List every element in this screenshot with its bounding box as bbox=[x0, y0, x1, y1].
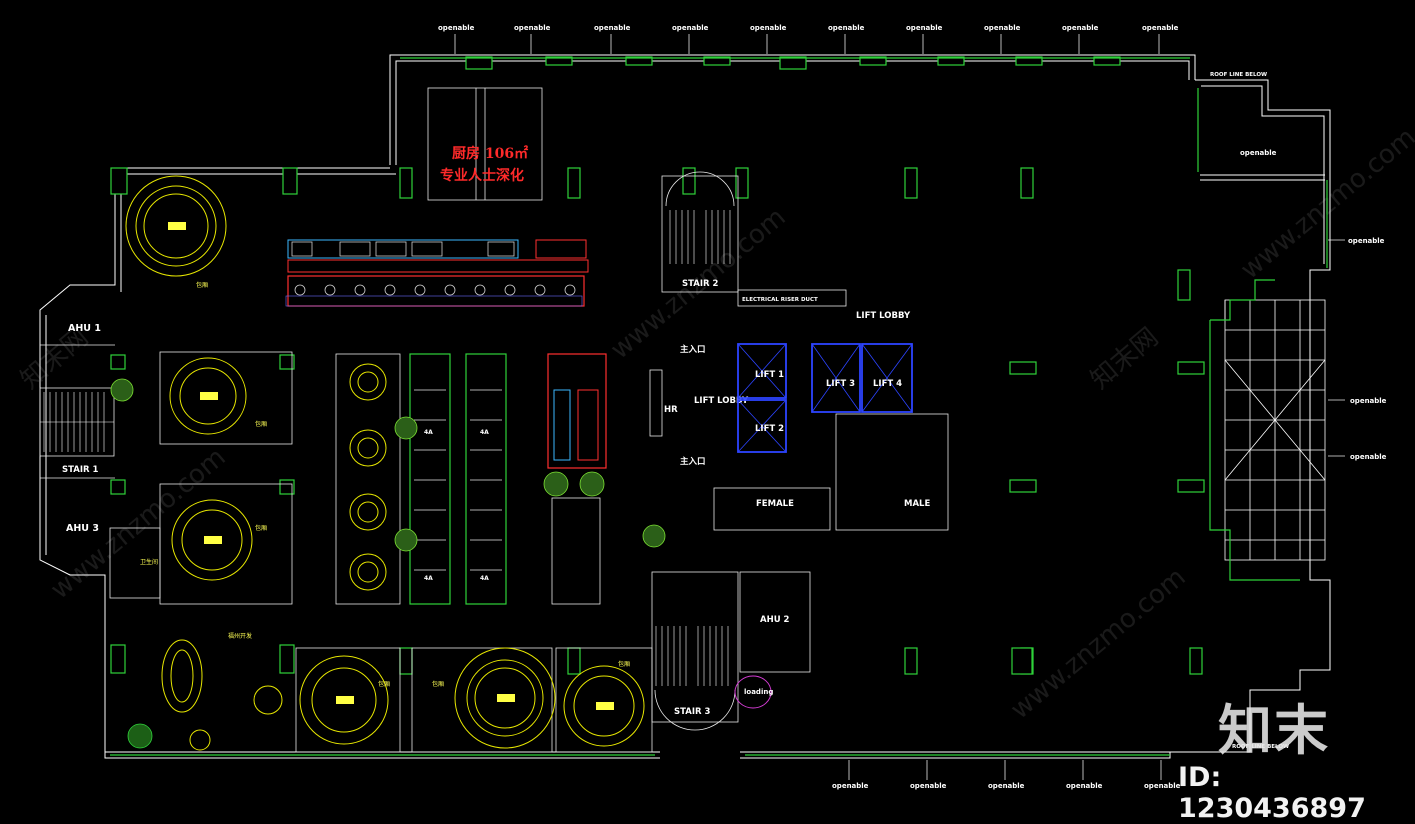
svg-text:HR: HR bbox=[664, 405, 678, 415]
svg-text:AHU 1: AHU 1 bbox=[68, 323, 101, 334]
svg-text:STAIR 2: STAIR 2 bbox=[682, 279, 719, 289]
svg-text:www.znzmo.com: www.znzmo.com bbox=[1235, 122, 1415, 285]
svg-text:包厢: 包厢 bbox=[618, 660, 630, 668]
svg-text:openable: openable bbox=[828, 24, 865, 32]
curtain-wall bbox=[110, 57, 1328, 756]
svg-text:openable: openable bbox=[1240, 149, 1277, 157]
svg-text:openable: openable bbox=[1350, 397, 1387, 405]
svg-text:openable: openable bbox=[984, 24, 1021, 32]
svg-text:4A: 4A bbox=[424, 575, 433, 582]
banquet-hall: 福州开发 bbox=[127, 632, 283, 751]
svg-text:openable: openable bbox=[906, 24, 943, 32]
svg-text:openable: openable bbox=[988, 782, 1025, 790]
atrium-skylight bbox=[1209, 279, 1326, 581]
brand-logo: 知末 bbox=[1218, 699, 1330, 762]
svg-text:openable: openable bbox=[910, 782, 947, 790]
columns bbox=[110, 56, 1205, 675]
svg-text:4A: 4A bbox=[480, 575, 489, 582]
svg-text:openable: openable bbox=[594, 24, 631, 32]
svg-text:主入口: 主入口 bbox=[680, 456, 706, 467]
svg-text:LIFT 3: LIFT 3 bbox=[826, 379, 855, 389]
svg-text:4A: 4A bbox=[424, 429, 433, 436]
svg-text:厨房 106㎡: 厨房 106㎡ bbox=[452, 145, 528, 162]
image-id-label: ID: 1230436897 bbox=[1178, 762, 1366, 824]
openable-bottom-markers: openable openable openable openable open… bbox=[832, 760, 1181, 790]
svg-text:openable: openable bbox=[1062, 24, 1099, 32]
svg-text:openable: openable bbox=[438, 24, 475, 32]
svg-text:专业人士深化: 专业人士深化 bbox=[440, 167, 524, 184]
svg-text:openable: openable bbox=[1142, 24, 1179, 32]
svg-text:LIFT 4: LIFT 4 bbox=[873, 379, 902, 389]
core: STAIR 2 ELECTRICAL RISER DUCT LIFT LOBBY… bbox=[649, 171, 949, 731]
svg-text:openable: openable bbox=[832, 782, 869, 790]
svg-text:openable: openable bbox=[1348, 237, 1385, 245]
svg-text:openable: openable bbox=[1350, 453, 1387, 461]
svg-text:AHU 2: AHU 2 bbox=[760, 615, 790, 625]
svg-text:包厢: 包厢 bbox=[432, 680, 444, 688]
svg-text:openable: openable bbox=[672, 24, 709, 32]
svg-text:主入口: 主入口 bbox=[680, 344, 706, 355]
svg-text:知末网: 知末网 bbox=[1085, 322, 1164, 395]
svg-text:ELECTRICAL RISER DUCT: ELECTRICAL RISER DUCT bbox=[742, 297, 818, 303]
dining-hall: 4A 4A 4A 4A bbox=[110, 353, 666, 605]
svg-text:ROOF LINE BELOW: ROOF LINE BELOW bbox=[1210, 72, 1267, 78]
svg-text:openable: openable bbox=[750, 24, 787, 32]
kitchen: 厨房 106㎡ 专业人士深化 bbox=[285, 87, 589, 307]
svg-text:openable: openable bbox=[1066, 782, 1103, 790]
svg-text:openable: openable bbox=[1144, 782, 1181, 790]
svg-text:LIFT 2: LIFT 2 bbox=[755, 424, 784, 434]
openable-right-markers: openable openable openable openable ROOF… bbox=[1210, 72, 1387, 750]
svg-text:4A: 4A bbox=[480, 429, 489, 436]
svg-text:包厢: 包厢 bbox=[255, 524, 267, 532]
svg-text:STAIR 3: STAIR 3 bbox=[674, 707, 711, 717]
svg-text:AHU 3: AHU 3 bbox=[66, 523, 99, 534]
left-service-block: AHU 1 STAIR 1 AHU 3 bbox=[39, 323, 115, 534]
private-rooms-bottom: 包厢 包厢 包厢 bbox=[295, 647, 653, 753]
private-rooms-left: 包厢 包厢 包厢 卫生间 bbox=[109, 175, 293, 605]
svg-text:LIFT 1: LIFT 1 bbox=[755, 370, 784, 380]
svg-text:LIFT LOBBY: LIFT LOBBY bbox=[694, 396, 749, 406]
svg-text:包厢: 包厢 bbox=[378, 680, 390, 688]
svg-text:openable: openable bbox=[514, 24, 551, 32]
svg-text:ROOF LINE BELOW: ROOF LINE BELOW bbox=[1232, 744, 1289, 750]
svg-text:卫生间: 卫生间 bbox=[140, 558, 158, 566]
svg-text:STAIR 1: STAIR 1 bbox=[62, 465, 99, 475]
watermark: www.znzmo.com www.znzmo.com www.znzmo.co… bbox=[15, 122, 1415, 725]
svg-text:FEMALE: FEMALE bbox=[756, 499, 794, 509]
svg-text:包厢: 包厢 bbox=[255, 420, 267, 428]
svg-text:loading: loading bbox=[744, 688, 773, 696]
svg-text:包厢: 包厢 bbox=[196, 281, 208, 289]
svg-text:福州开发: 福州开发 bbox=[228, 632, 252, 640]
svg-text:LIFT LOBBY: LIFT LOBBY bbox=[856, 311, 911, 321]
svg-text:www.znzmo.com: www.znzmo.com bbox=[1005, 562, 1191, 725]
openable-top-markers: openable openable openable openable open… bbox=[438, 24, 1179, 54]
svg-text:MALE: MALE bbox=[904, 499, 930, 509]
